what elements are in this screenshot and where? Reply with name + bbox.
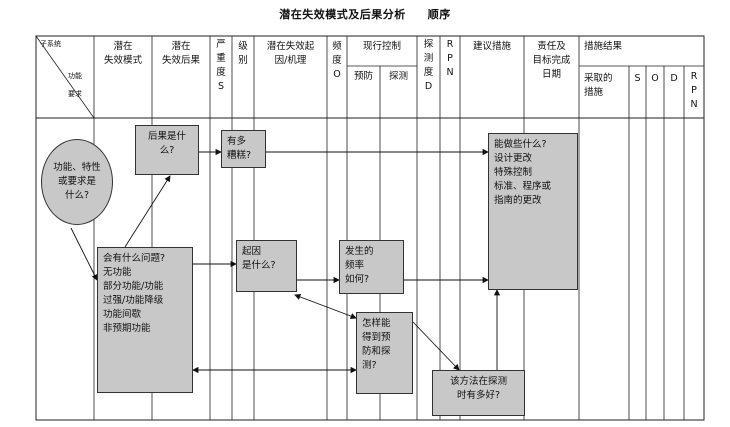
header-requirement: 要求 (68, 90, 82, 98)
effect-box: 后果是什 么? (135, 125, 199, 175)
arrow-prevent-to-method (412, 321, 460, 371)
title-main: 潜在失效模式及后果分析 (279, 8, 406, 21)
header-rpn-result: R P N (690, 71, 698, 110)
header-current-control: 现行控制 (362, 41, 401, 52)
cause-box: 起因 是什么? (236, 240, 297, 292)
arrow-problem-to-effect (124, 175, 171, 248)
header-severity: 严 重 度 S (216, 39, 226, 92)
header-failure-effect: 潜在 失效后果 (161, 41, 200, 66)
header-rpn: R P N (446, 39, 454, 78)
page-title: 潜在失效模式及后果分析 顺序 (0, 6, 730, 22)
header-detection-rating: 探 测 度 D (423, 39, 434, 92)
header-subsystem: 子系统 (40, 40, 61, 48)
header-occurrence: 频 度 O (332, 41, 342, 80)
header-detection: 探测 (388, 71, 408, 82)
arrow-circle-to-problem (70, 227, 98, 281)
header-action-results: 措施结果 (584, 41, 623, 52)
header-failure-mode: 潜在 失效模式 (103, 41, 142, 66)
problem-box: 会有什么问题? 无功能 部分功能/功能 过强/功能降级 功能间歇 非预期功能 (97, 247, 193, 393)
prevent-box: 怎样能 得到预 防和探 测? (356, 312, 413, 394)
severity-box: 有多 糟糕? (221, 130, 266, 168)
header-cause: 潜在失效起 因/机理 (266, 41, 315, 66)
header-prevention: 预防 (353, 71, 373, 82)
frequency-box: 发生的 频率 如何? (339, 240, 404, 294)
action-box: 能做些什么? 设计更改 特殊控制 标准、程序或 指南的更改 (488, 133, 578, 290)
header-recommended-action: 建议措施 (472, 41, 511, 52)
header-s: S (634, 73, 641, 84)
header-d: D (670, 73, 678, 84)
header-class: 级 别 (238, 41, 248, 66)
header-function: 功能 (68, 72, 82, 80)
arrow-cause-prevent (294, 293, 357, 320)
method-box: 该方法在探测 时有多好? (432, 370, 525, 416)
header-responsibility: 责任及 目标完成 日期 (532, 41, 571, 80)
header-o: O (651, 73, 659, 84)
title-sub: 顺序 (427, 8, 451, 21)
header-action-taken: 采取的 措施 (584, 73, 613, 98)
function-circle: 功能、特性 或要求是 什么? (41, 139, 113, 225)
